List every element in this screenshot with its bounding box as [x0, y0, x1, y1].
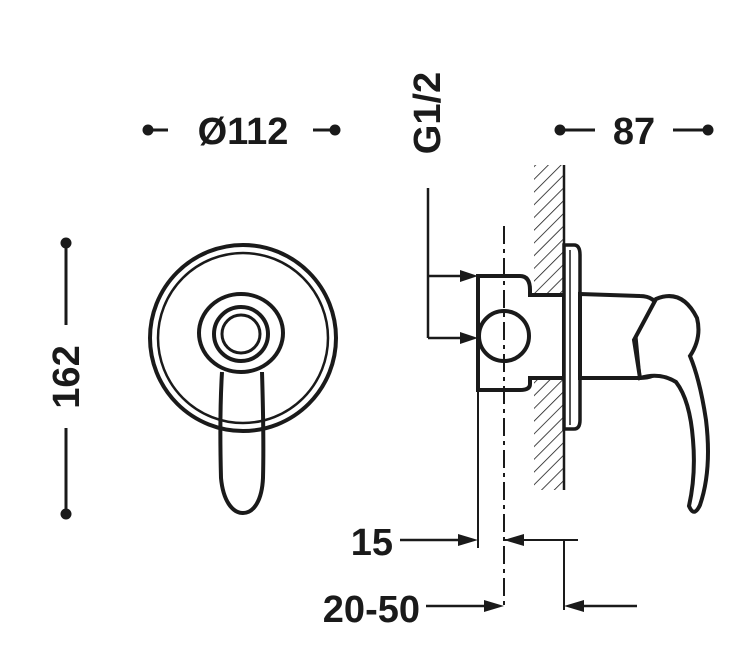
diameter-dimension: Ø112 [142, 111, 341, 153]
diameter-label: Ø112 [198, 111, 289, 153]
rosette-inner [156, 251, 330, 425]
range-label: 20-50 [323, 589, 420, 631]
side-view [476, 165, 710, 514]
range-dimension: 20-50 [323, 589, 637, 631]
rosette-profile [562, 243, 582, 431]
lever-handle-side [631, 294, 710, 514]
rosette-outer [148, 243, 338, 433]
depth-label: 87 [613, 111, 655, 153]
valve-body [476, 274, 566, 392]
front-view [148, 243, 338, 516]
depth-dimension: 87 [554, 111, 714, 153]
offset-dimension: 15 [351, 522, 524, 564]
height-dimension: 162 [46, 237, 88, 520]
thread-dimension: G1/2 [407, 72, 478, 344]
cap-ring [212, 305, 270, 363]
height-label: 162 [46, 345, 88, 408]
lever-handle-front [218, 371, 266, 516]
thread-label: G1/2 [407, 72, 449, 154]
cap-center [220, 313, 262, 355]
offset-label: 15 [351, 522, 393, 564]
